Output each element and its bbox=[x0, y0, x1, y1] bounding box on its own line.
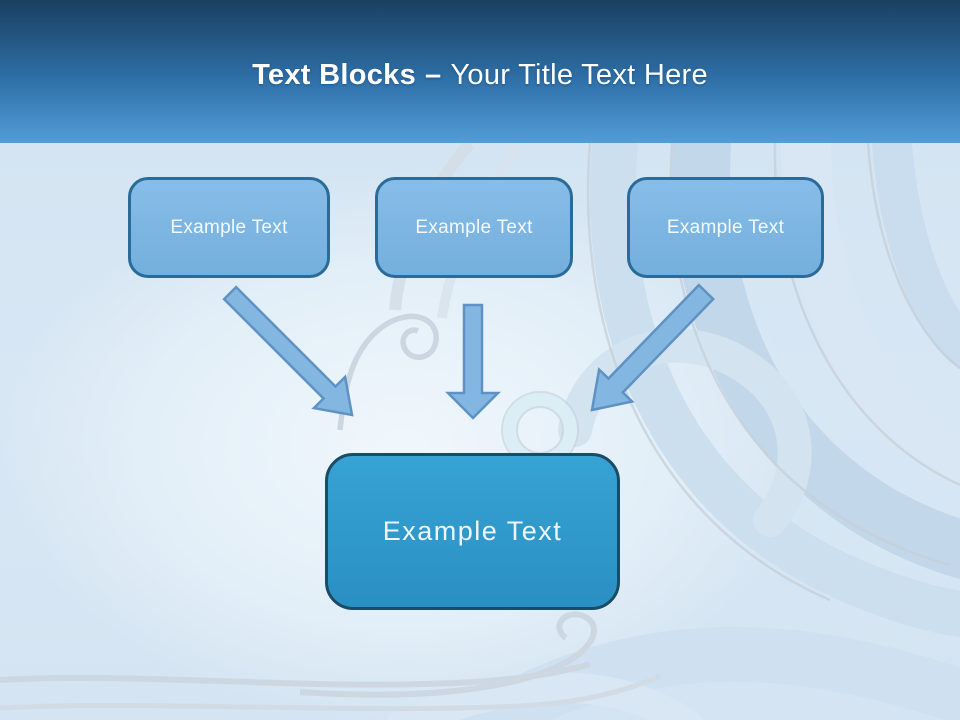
swirl bbox=[299, 611, 597, 698]
wave-curls bbox=[0, 313, 662, 712]
title-bold-segment: Text Blocks bbox=[252, 59, 416, 91]
arrow-down-icon[interactable] bbox=[444, 303, 502, 420]
slide-header: Text Blocks–Your Title Text Here bbox=[0, 0, 960, 143]
bottom-wave-line bbox=[0, 673, 662, 712]
wave-band bbox=[589, 120, 960, 637]
arrow-down-left-icon[interactable] bbox=[590, 283, 715, 412]
bottom-wave-line bbox=[0, 661, 591, 688]
title-regular-segment: Your Title Text Here bbox=[450, 59, 708, 91]
page-title[interactable]: Text Blocks–Your Title Text Here bbox=[252, 51, 708, 92]
title-separator: – bbox=[425, 59, 442, 91]
text-block-label: Example Text bbox=[382, 516, 563, 546]
text-block-top-3[interactable]: Example Text bbox=[627, 177, 824, 278]
text-block-label: Example Text bbox=[415, 216, 533, 238]
wave-outline bbox=[586, 142, 831, 602]
arrow-down-right-icon[interactable] bbox=[222, 285, 354, 417]
wave-outline bbox=[866, 142, 960, 370]
text-block-top-1[interactable]: Example Text bbox=[128, 177, 330, 278]
swirl bbox=[337, 313, 439, 431]
text-block-label: Example Text bbox=[666, 216, 785, 238]
text-block-top-2[interactable]: Example Text bbox=[375, 177, 573, 278]
wave-band bbox=[872, 123, 960, 370]
text-block-label: Example Text bbox=[170, 216, 288, 238]
text-block-center[interactable]: Example Text bbox=[325, 453, 620, 610]
